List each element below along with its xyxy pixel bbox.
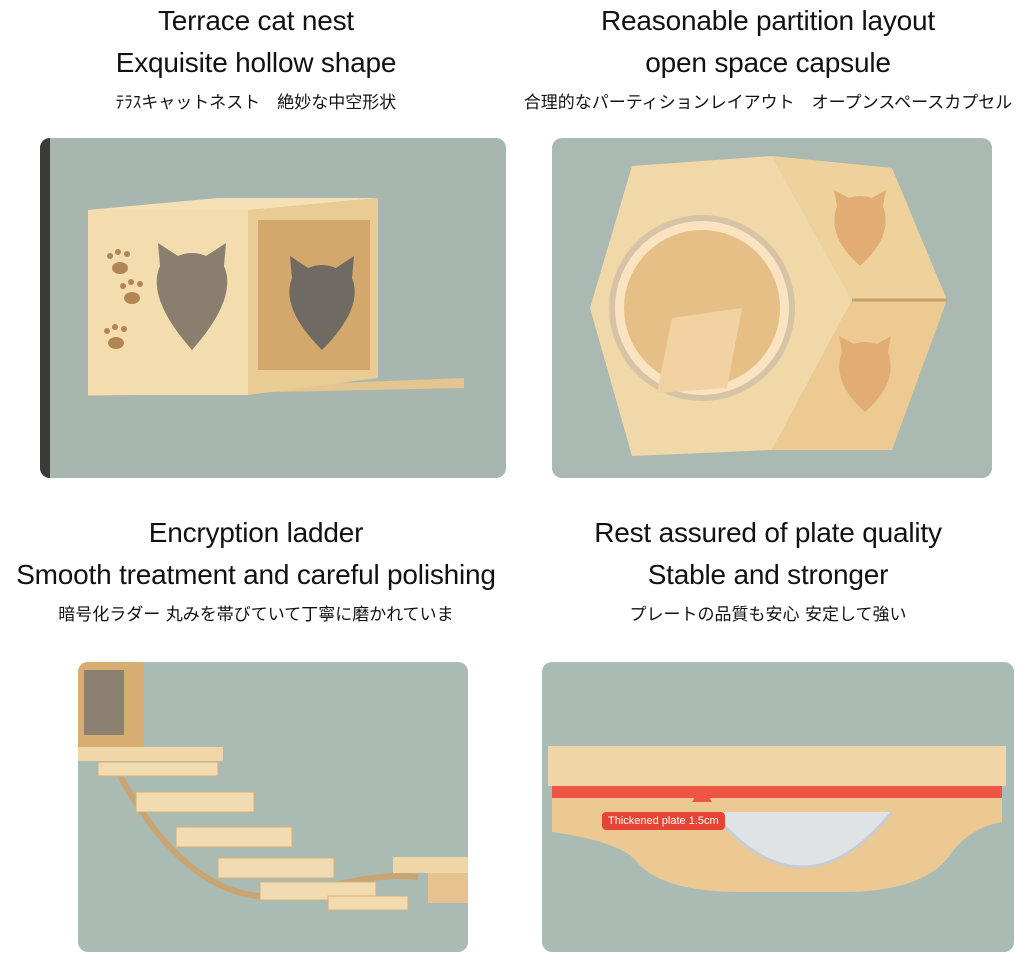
panel-title-line1: Reasonable partition layout <box>601 5 935 36</box>
capsule-photo <box>552 138 992 478</box>
panel-encryption-ladder: Encryption ladder Smooth treatment and c… <box>0 512 512 952</box>
panel-title-line2: Stable and stronger <box>647 559 889 590</box>
plate-photo: Thickened plate 1.5cm <box>542 662 1014 952</box>
panel-title-line2: open space capsule <box>645 47 891 78</box>
panel-jp-caption: プレートの品質も安心 安定して強い <box>629 605 907 625</box>
panel-title-line2: Exquisite hollow shape <box>115 47 397 78</box>
plate-thickness-callout: Thickened plate 1.5cm <box>602 812 725 830</box>
ladder-photo <box>78 662 468 952</box>
panel-jp-caption: 合理的なパーティションレイアウト オープンスペースカプセル <box>523 93 1013 113</box>
panel-title-line1: Encryption ladder <box>148 517 364 548</box>
panel-jp-caption: ﾃﾗｽキャットネスト 絶妙な中空形状 <box>115 93 397 113</box>
panel-plate-quality: Rest assured of plate quality Stable and… <box>512 512 1024 952</box>
panel-jp-caption: 暗号化ラダー 丸みを帯びていて丁寧に磨かれていま <box>58 605 454 625</box>
panel-title-line1: Rest assured of plate quality <box>594 517 942 548</box>
panel-title-line1: Terrace cat nest <box>158 5 354 36</box>
cat-nest-photo <box>40 138 506 478</box>
panel-title-line2: Smooth treatment and careful polishing <box>16 559 496 590</box>
panel-terrace-cat-nest: Terrace cat nest Exquisite hollow shape … <box>0 0 512 478</box>
panel-partition-layout: Reasonable partition layout open space c… <box>512 0 1024 478</box>
